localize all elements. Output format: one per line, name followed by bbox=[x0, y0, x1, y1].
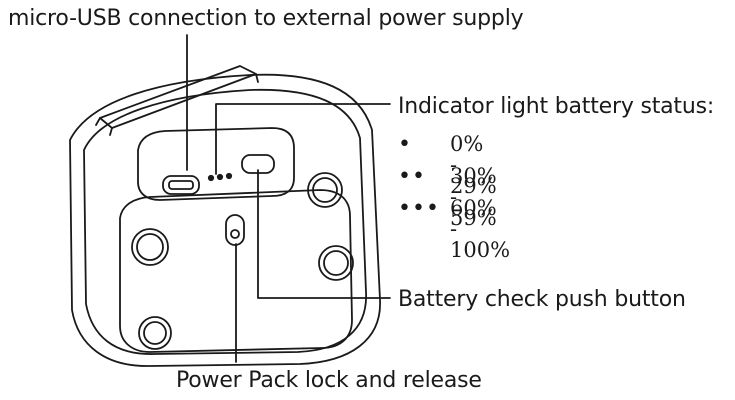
indicator-light-2 bbox=[216, 173, 224, 181]
indicator-title-label: Indicator light battery status: bbox=[398, 94, 715, 119]
indicator-light-1 bbox=[207, 174, 215, 182]
battery-level-dots: •• bbox=[398, 164, 426, 189]
foot-top-right bbox=[307, 172, 343, 208]
lock-release-slider bbox=[225, 214, 245, 246]
battery-level-dots: • bbox=[398, 132, 412, 157]
battery-check-leader-line bbox=[257, 169, 391, 299]
battery-level-range: 0% - 29% bbox=[450, 132, 497, 198]
lock-release-label: Power Pack lock and release bbox=[176, 368, 482, 393]
foot-bottom-right bbox=[318, 245, 354, 281]
battery-level-range: 30% - 59% bbox=[450, 164, 497, 230]
micro-usb-port bbox=[162, 175, 200, 195]
foot-bottom-left bbox=[138, 316, 172, 350]
indicator-leader-line bbox=[215, 103, 391, 175]
battery-check-label: Battery check push button bbox=[398, 287, 686, 312]
rear-face-panel bbox=[119, 189, 353, 353]
power-pack-housing bbox=[69, 73, 381, 367]
battery-level-range: 60% - 100% bbox=[450, 196, 511, 262]
battery-level-dots: ••• bbox=[398, 196, 440, 221]
housing-inner-rim bbox=[83, 88, 367, 355]
foot-top-left bbox=[131, 228, 169, 266]
usb-connection-label: micro-USB connection to external power s… bbox=[8, 6, 524, 31]
indicator-light-3 bbox=[225, 172, 233, 180]
